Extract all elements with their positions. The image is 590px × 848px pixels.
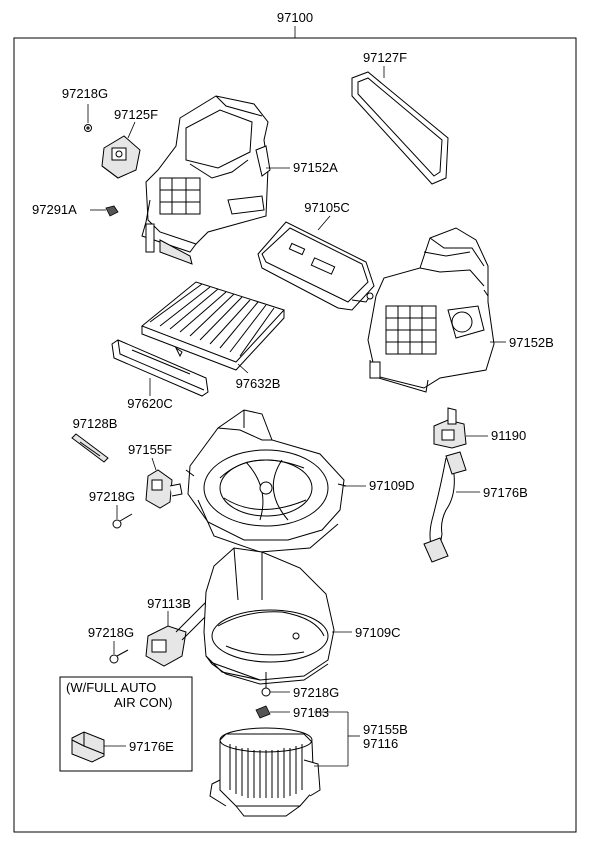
label-97155B: 97155B [363, 722, 408, 737]
leader-97125F [127, 121, 136, 139]
clip-97183 [255, 705, 271, 719]
sensor-97155F [145, 469, 183, 509]
label-97176B: 97176B [483, 485, 528, 500]
gasket-97127F [351, 71, 449, 185]
cover-97105C [257, 221, 375, 311]
label-97113B: 97113B [147, 596, 191, 611]
label-97105C: 97105C [304, 200, 350, 215]
label-97218G-low: 97218G [88, 625, 134, 640]
wiring-harness-97176B [423, 451, 467, 563]
label-91190: 91190 [491, 428, 526, 443]
leader-97632B [237, 363, 249, 374]
blower-case-lower-97152B [367, 227, 495, 393]
label-97109C: 97109C [355, 625, 401, 640]
label-97291A: 97291A [32, 202, 77, 217]
label-97109D: 97109D [369, 478, 415, 493]
screw-97218G-mid [112, 513, 133, 529]
label-97152B: 97152B [509, 335, 554, 350]
label-97632B: 97632B [236, 376, 281, 391]
label-97218G-bottom: 97218G [293, 685, 339, 700]
label-97125F: 97125F [114, 107, 158, 122]
label-97218G-mid: 97218G [89, 489, 135, 504]
label-97620C: 97620C [127, 396, 173, 411]
actuator-97125F [101, 135, 141, 179]
seal-strip-97128B [71, 433, 109, 463]
label-97128B: 97128B [73, 416, 118, 431]
label-97183: 97183 [293, 705, 329, 720]
leader-97155F [151, 457, 157, 471]
module-97176E [71, 731, 105, 763]
blower-motor-97155B [209, 727, 321, 817]
label-97155F: 97155F [128, 442, 172, 457]
note-line2: AIR CON) [114, 695, 173, 710]
fan-housing-97109D [185, 409, 347, 553]
scroll-housing-97109C [203, 547, 335, 685]
connector-91190 [433, 407, 467, 449]
filter-97632B [141, 281, 285, 371]
filter-frame-97620C [111, 339, 209, 397]
label-97176E: 97176E [129, 739, 174, 754]
label-97127F: 97127F [363, 50, 407, 65]
label-97116: 97116 [363, 736, 398, 751]
label-97218G-top: 97218G [62, 86, 108, 101]
screw-97218G-top [84, 124, 92, 132]
leader-97105C [317, 215, 331, 231]
blower-case-upper-97152A [141, 95, 271, 265]
note-line1: (W/FULL AUTO [66, 680, 156, 695]
screw-97218G-low [109, 649, 129, 664]
assembly-number-label: 97100 [277, 10, 313, 25]
clip-97291A [105, 205, 119, 217]
label-97152A: 97152A [293, 160, 338, 175]
full-auto-aircon-box [59, 676, 193, 772]
